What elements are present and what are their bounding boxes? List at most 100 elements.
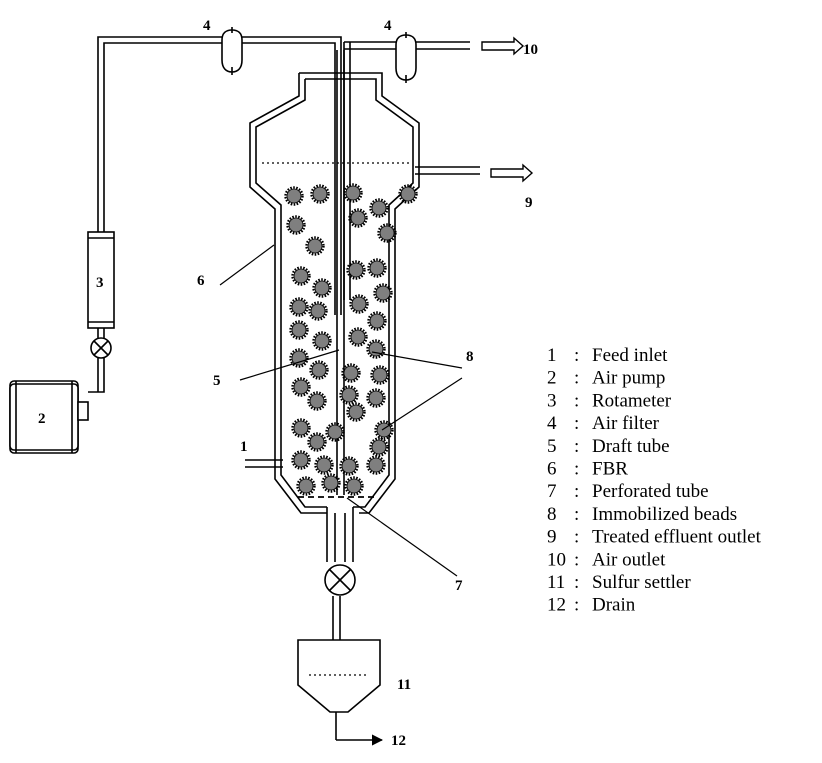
callout-5: 5 <box>213 373 221 389</box>
legend-label: Draft tube <box>592 436 670 457</box>
bead <box>374 420 394 440</box>
bead <box>289 320 309 340</box>
callouts: 4 4 10 9 6 3 2 5 8 1 7 11 12 <box>38 18 538 749</box>
legend-item: 1:Feed inlet <box>547 345 668 366</box>
outlet-arrow-icon <box>490 163 534 183</box>
air-filter-icon <box>221 27 417 83</box>
bead <box>367 311 387 331</box>
legend-number: 6 <box>547 459 557 480</box>
legend-number: 2 <box>547 368 557 389</box>
bead <box>346 402 366 422</box>
bead <box>339 385 359 405</box>
legend-separator: : <box>574 368 579 389</box>
bead <box>348 327 368 347</box>
draft-tube <box>336 50 345 495</box>
bead <box>344 476 364 496</box>
bead <box>291 266 311 286</box>
bead <box>284 186 304 206</box>
legend-item: 9: Treated effluent outlet <box>547 527 762 548</box>
callout-3: 3 <box>96 275 104 291</box>
bead <box>321 473 341 493</box>
sulfur-settler <box>297 639 381 713</box>
legend-separator: : <box>574 527 579 548</box>
bead <box>369 437 389 457</box>
bead <box>296 476 316 496</box>
legend-label: Drain <box>592 595 636 616</box>
bead <box>305 236 325 256</box>
callout-9: 9 <box>525 195 533 211</box>
bead <box>312 278 332 298</box>
bead <box>348 208 368 228</box>
legend-number: 7 <box>547 481 557 502</box>
bead <box>308 301 328 321</box>
legend-number: 12 <box>547 595 566 616</box>
legend-separator: : <box>574 390 579 411</box>
legend-item: 7: Perforated tube <box>547 481 709 502</box>
legend-item: 4:Air filter <box>547 413 660 434</box>
legend-item: 6:FBR <box>547 459 628 480</box>
legend-item: 12: Drain <box>547 595 636 616</box>
bead <box>339 456 359 476</box>
bead <box>373 283 393 303</box>
legend-separator: : <box>574 436 579 457</box>
legend-number: 9 <box>547 527 557 548</box>
legend-number: 4 <box>547 413 557 434</box>
bead <box>367 258 387 278</box>
legend-number: 11 <box>547 572 565 593</box>
legend-separator: : <box>574 413 579 434</box>
bead <box>291 450 311 470</box>
bead <box>343 183 363 203</box>
callout-8: 8 <box>466 349 474 365</box>
legend-separator: : <box>574 481 579 502</box>
rotameter-icon <box>87 231 115 329</box>
legend-label: Perforated tube <box>592 481 709 502</box>
callout-7: 7 <box>455 578 463 594</box>
legend-item: 10:Air outlet <box>547 549 666 570</box>
legend-number: 1 <box>547 345 557 366</box>
callout-12: 12 <box>391 733 406 749</box>
legend-number: 3 <box>547 390 557 411</box>
bead <box>377 223 397 243</box>
bead <box>370 365 390 385</box>
legend-number: 5 <box>547 436 557 457</box>
legend-item: 5: Draft tube <box>547 436 670 457</box>
legend-item: 3: Rotameter <box>547 390 672 411</box>
bead <box>307 432 327 452</box>
outlet-arrow-icon <box>481 36 525 56</box>
legend-label: Air pump <box>592 368 665 389</box>
immobilized-beads <box>284 183 418 496</box>
bead <box>366 455 386 475</box>
legend-separator: : <box>574 459 579 480</box>
bead <box>341 363 361 383</box>
bead <box>325 422 345 442</box>
air-supply-line <box>88 36 342 393</box>
bead <box>291 377 311 397</box>
callout-11: 11 <box>397 677 411 693</box>
bead <box>286 215 306 235</box>
bead <box>346 260 366 280</box>
legend-label: Rotameter <box>592 390 672 411</box>
legend-label: Treated effluent outlet <box>592 527 762 548</box>
legend-item: 8: Immobilized beads <box>547 504 737 525</box>
legend-separator: : <box>574 572 579 593</box>
legend-label: Immobilized beads <box>592 504 737 525</box>
legend-number: 10 <box>547 549 566 570</box>
legend-separator: : <box>574 504 579 525</box>
bead <box>312 331 332 351</box>
callout-4a: 4 <box>203 18 211 34</box>
legend-number: 8 <box>547 504 557 525</box>
bead <box>307 391 327 411</box>
callout-4b: 4 <box>384 18 392 34</box>
bead <box>369 198 389 218</box>
bead <box>291 418 311 438</box>
bead <box>289 297 309 317</box>
feed-inlet-pipe <box>245 459 283 468</box>
callout-6: 6 <box>197 273 205 289</box>
bead <box>349 294 369 314</box>
bead <box>309 360 329 380</box>
valve-icon <box>324 564 356 596</box>
bead <box>314 455 334 475</box>
legend-separator: : <box>574 595 579 616</box>
